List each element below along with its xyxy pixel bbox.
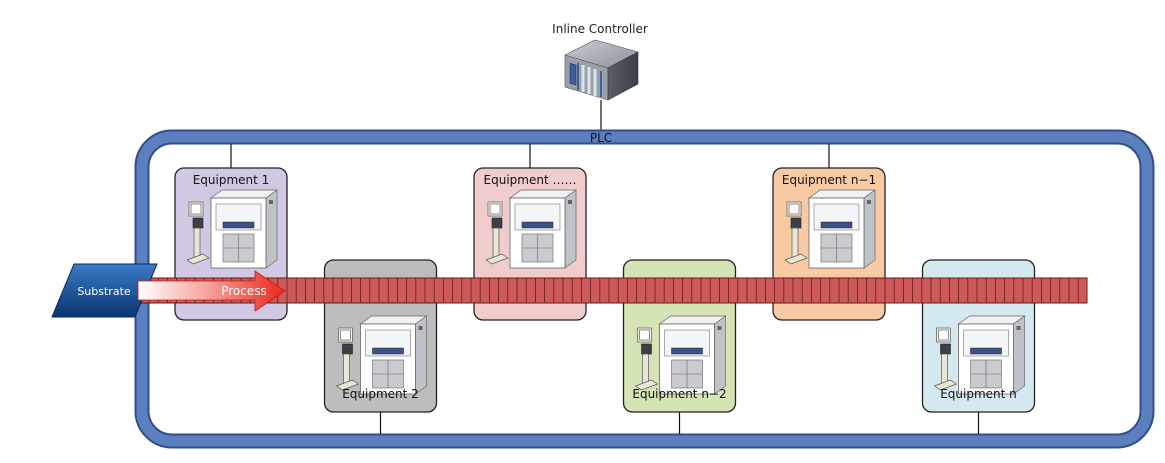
equipment-label: Equipment …… <box>484 173 577 187</box>
equipment-label: Equipment n <box>940 387 1017 401</box>
machine-icon <box>784 189 877 269</box>
inline-controller: Inline Controller <box>552 22 648 131</box>
equipment-label: Equipment n−1 <box>782 173 876 187</box>
machine-icon <box>335 315 428 395</box>
substrate-input: Substrate <box>51 263 158 318</box>
substrate-shape <box>51 263 158 318</box>
plc-label: PLC <box>590 131 612 145</box>
equipment-list: Equipment 1 Equipment 2 Equipment …… Equipm… <box>174 167 1036 413</box>
process-label: Process <box>221 284 267 298</box>
equipment-label: Equipment n−2 <box>632 387 726 401</box>
machine-icon <box>933 315 1026 395</box>
process-arrow: Process <box>137 270 286 312</box>
conveyor-track <box>139 277 1088 304</box>
machine-icon <box>634 315 727 395</box>
server-icon <box>564 39 639 101</box>
equipment-label: Equipment 2 <box>342 387 419 401</box>
machine-icon <box>186 189 279 269</box>
equipment-label: Equipment 1 <box>193 173 270 187</box>
equipment-connectors <box>230 144 980 434</box>
substrate-label: Substrate <box>77 285 131 298</box>
machine-icon <box>485 189 578 269</box>
controller-label: Inline Controller <box>552 22 648 36</box>
